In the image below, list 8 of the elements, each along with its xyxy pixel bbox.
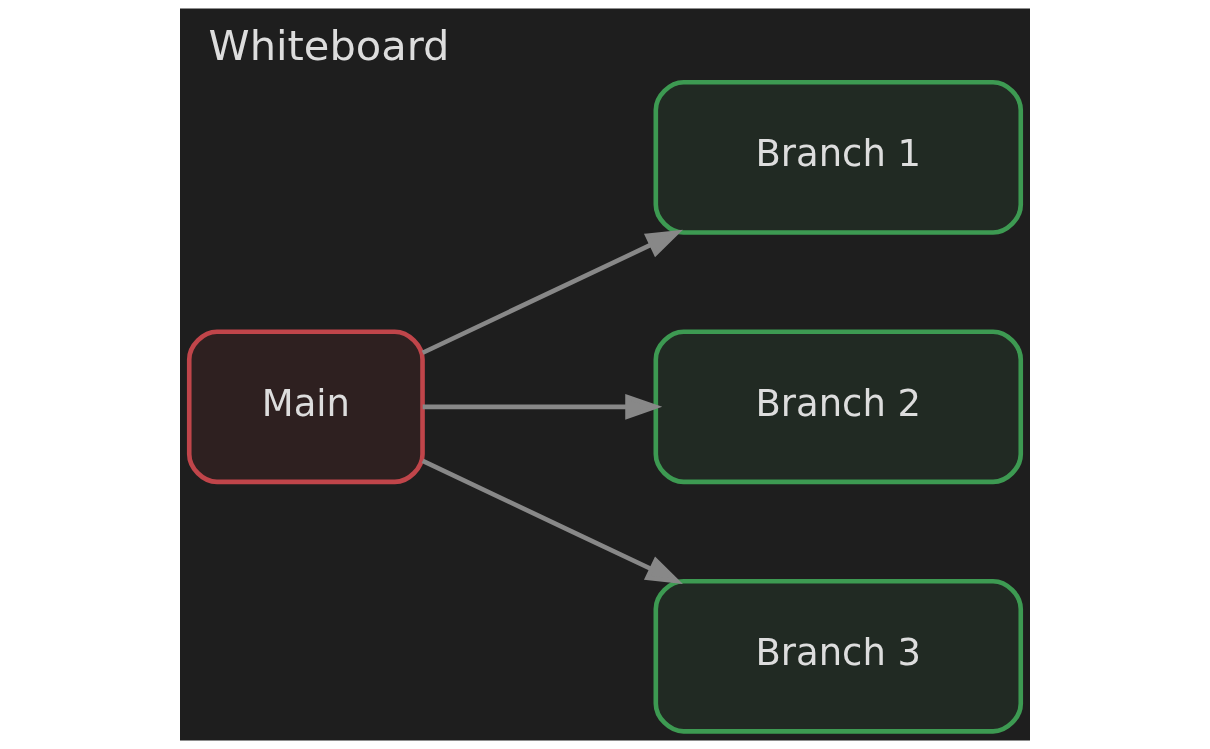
node-box: Branch 3: [653, 578, 1024, 734]
node-box: Branch 2: [653, 329, 1024, 485]
arrow: [421, 229, 683, 355]
arrow: [422, 393, 663, 420]
node-box: Main: [186, 329, 425, 485]
arrow: [421, 458, 683, 584]
diagram-title: Whiteboard: [208, 21, 450, 71]
node-box: Branch 1: [653, 80, 1024, 235]
